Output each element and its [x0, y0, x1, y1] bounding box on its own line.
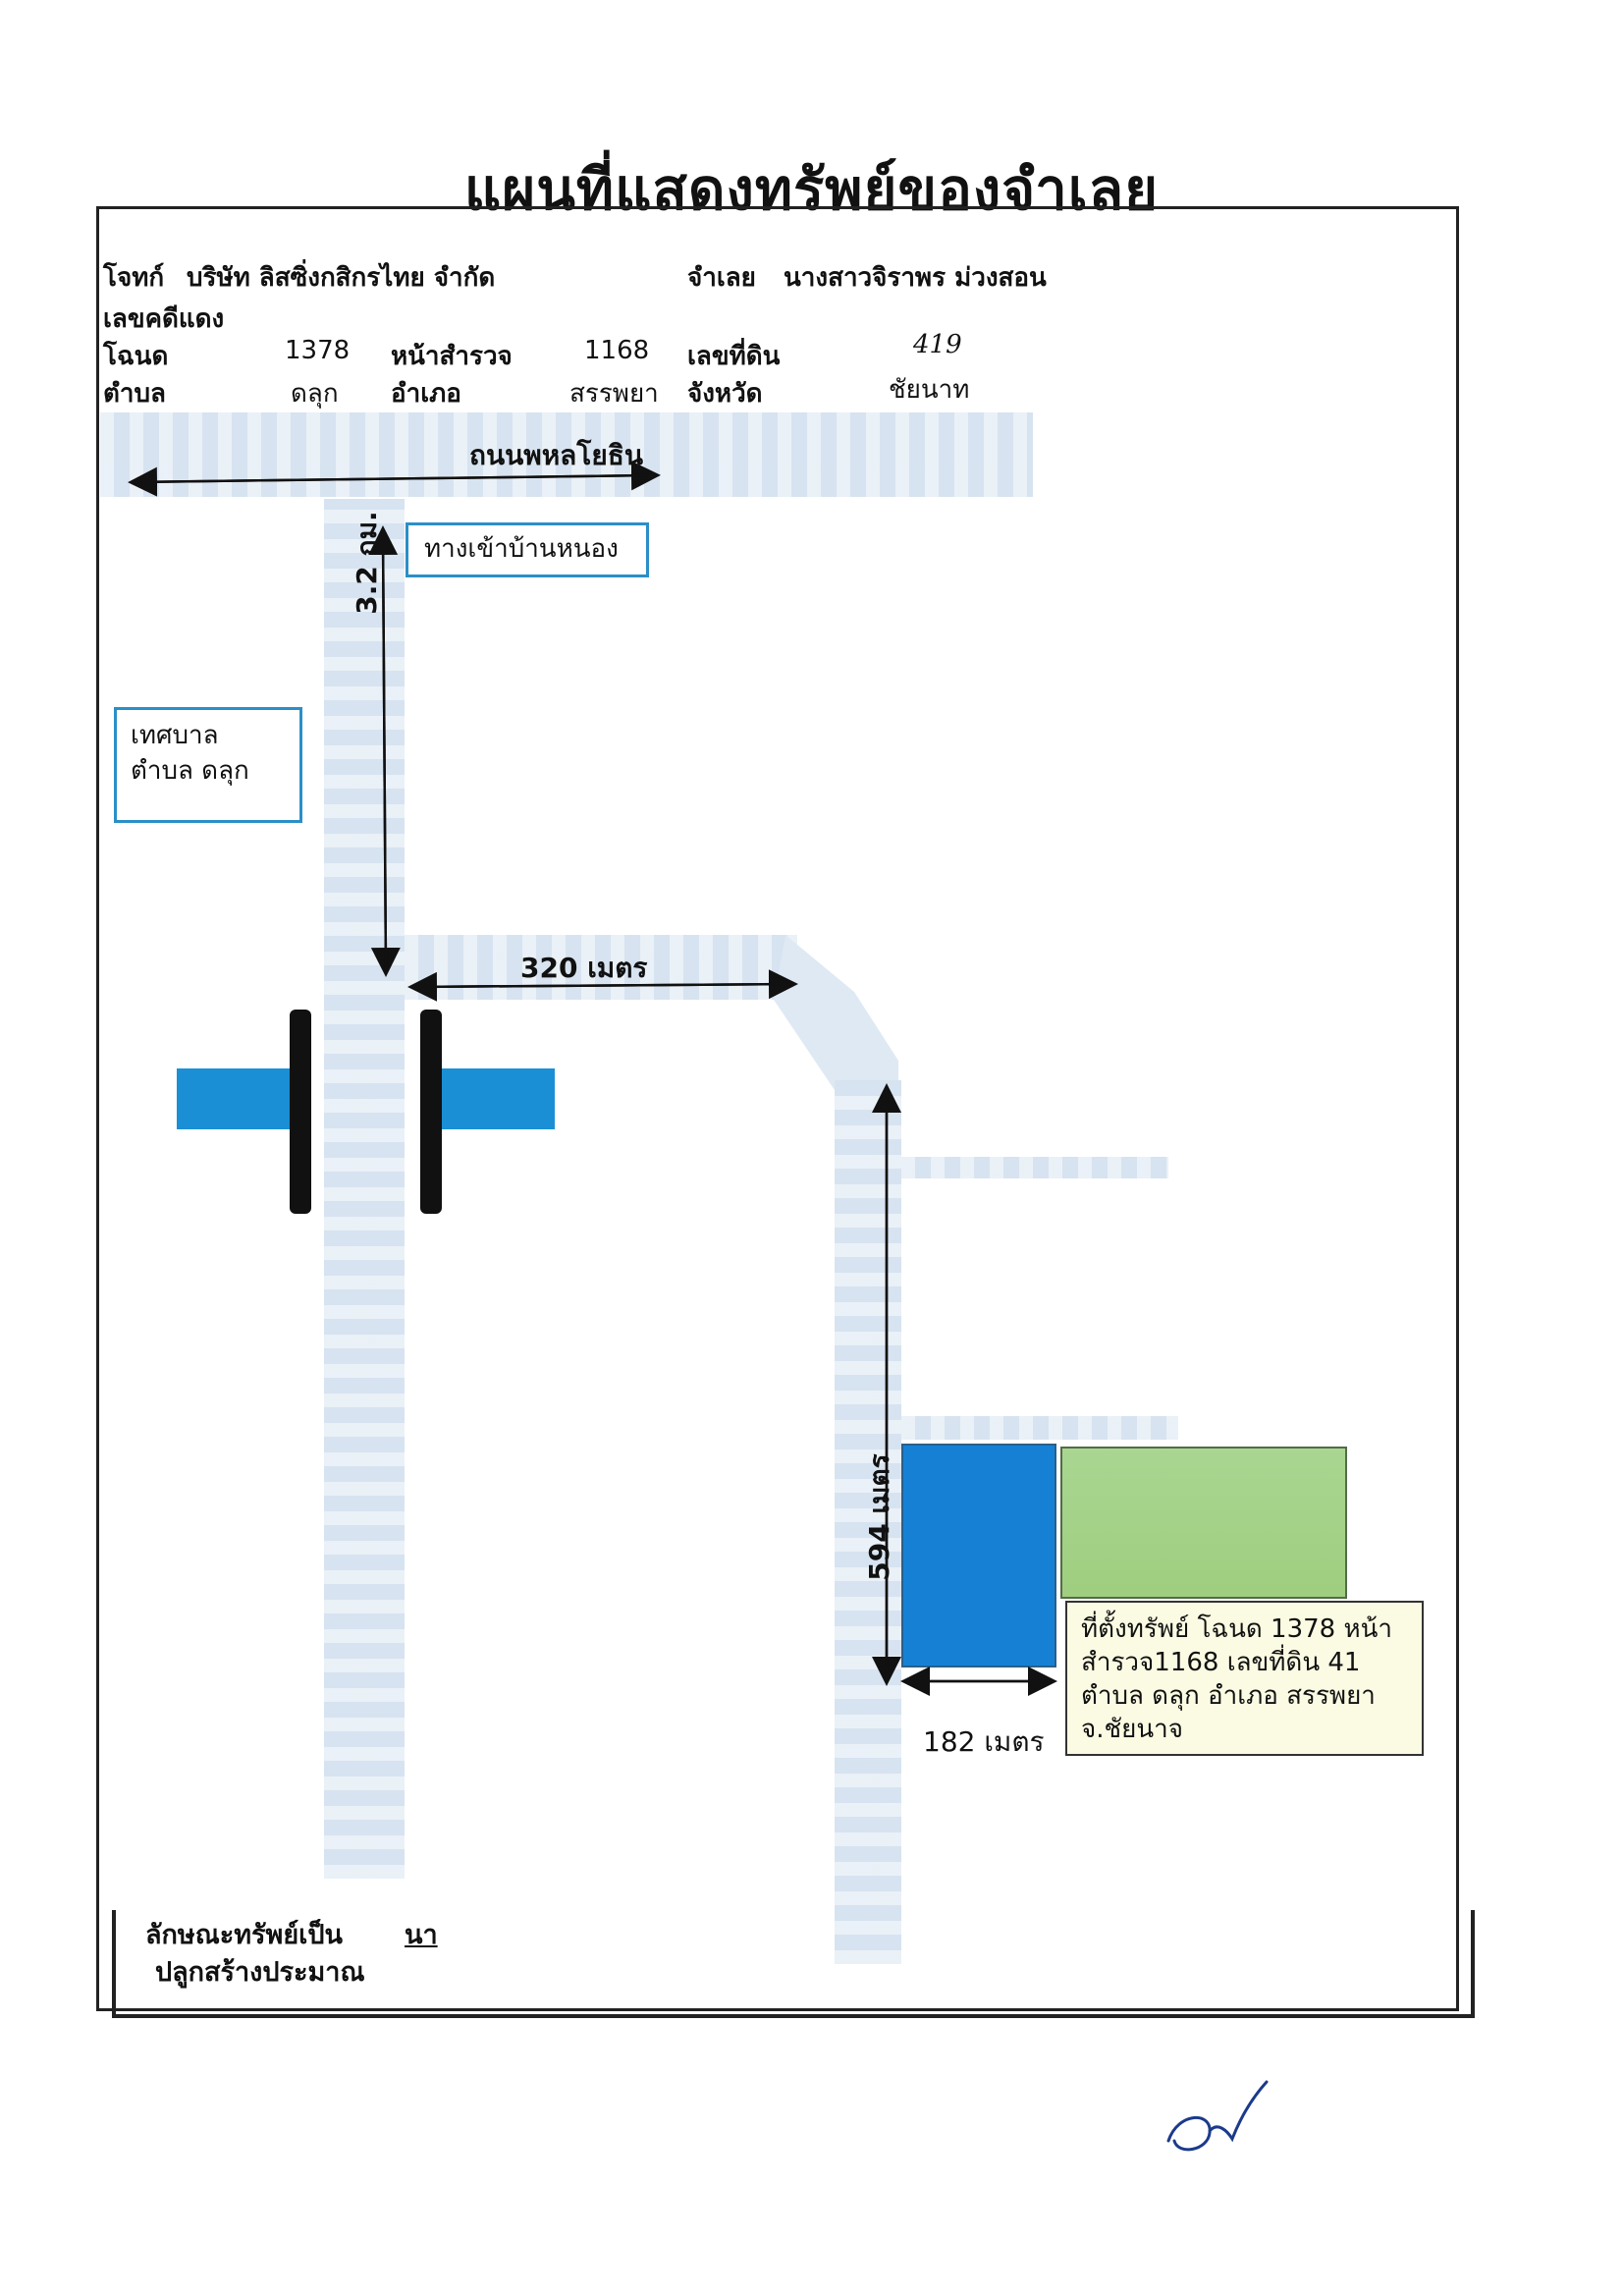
survey-value: 1168 — [584, 336, 650, 365]
main-road — [100, 412, 1033, 497]
defendant-value: นางสาวจิราพร ม่วงสอน — [784, 263, 1047, 293]
callout-line-1: ที่ตั้งทรัพย์ โฉนด 1378 หน้า — [1081, 1614, 1393, 1644]
plaintiff-value: บริษัท ลิสซิ่งกสิกรไทย จำกัด — [187, 263, 496, 293]
amphoe-value: สรรพยา — [569, 379, 659, 409]
property-type-value: นา — [405, 1920, 438, 1950]
municipality-label: เทศบาล ตำบล ดลุก — [114, 707, 302, 823]
landno-label: เลขที่ดิน — [687, 342, 781, 371]
village-road — [324, 499, 405, 1879]
building-label: ปลูกสร้างประมาณ — [155, 1957, 365, 1988]
property-callout: ที่ตั้งทรัพย์ โฉนด 1378 หน้า สำรวจ1168 เ… — [1065, 1601, 1424, 1756]
connector-road — [405, 935, 797, 1000]
main-road-label: ถนนพหลโยธิน — [469, 439, 643, 471]
neighbor-parcel — [1060, 1447, 1347, 1599]
callout-line-3: ตำบล ดลุก อำเภอ สรรพยา — [1081, 1681, 1376, 1711]
tambon-value: ดลุก — [291, 379, 339, 409]
canal-east — [437, 1068, 555, 1129]
property-road — [835, 1080, 901, 1964]
callout-line-2: สำรวจ1168 เลขที่ดิน 41 — [1081, 1648, 1361, 1677]
defendant-label: จำเลย — [687, 263, 756, 293]
deed-label: โฉนด — [103, 342, 169, 371]
page-title: แผนที่แสดงทรัพย์ของจำเลย — [463, 156, 1160, 223]
tambon-label: ตำบล — [103, 379, 166, 409]
bridge-rail-west — [290, 1010, 311, 1214]
entrance-label: ทางเข้าบ้านหนอง — [406, 522, 649, 577]
redcase-label: เลขคดีแดง — [103, 304, 225, 334]
dist-horizontal: 320 เมตร — [520, 952, 648, 984]
map-frame-lower — [112, 1910, 1475, 2018]
deed-value: 1378 — [285, 336, 351, 365]
side-lane — [901, 1157, 1168, 1178]
landno-value: 419 — [913, 330, 962, 359]
canal-west — [177, 1068, 297, 1129]
side-lane-2 — [901, 1416, 1178, 1440]
plaintiff-label: โจทก์ — [103, 263, 165, 293]
amphoe-label: อำเภอ — [391, 379, 461, 409]
province-label: จังหวัด — [687, 379, 763, 409]
map-frame — [96, 206, 1459, 2011]
callout-line-4: จ.ชัยนาจ — [1081, 1715, 1183, 1744]
property-parcel — [901, 1444, 1056, 1667]
municipality-line-2: ตำบล ดลุก — [131, 756, 249, 786]
dist-parcel-width: 182 เมตร — [923, 1725, 1045, 1758]
property-type-label: ลักษณะทรัพย์เป็น — [145, 1920, 343, 1950]
survey-label: หน้าสำรวจ — [391, 342, 513, 371]
province-value: ชัยนาท — [889, 375, 970, 405]
bridge-rail-east — [420, 1010, 442, 1214]
municipality-line-1: เทศบาล — [131, 721, 219, 750]
